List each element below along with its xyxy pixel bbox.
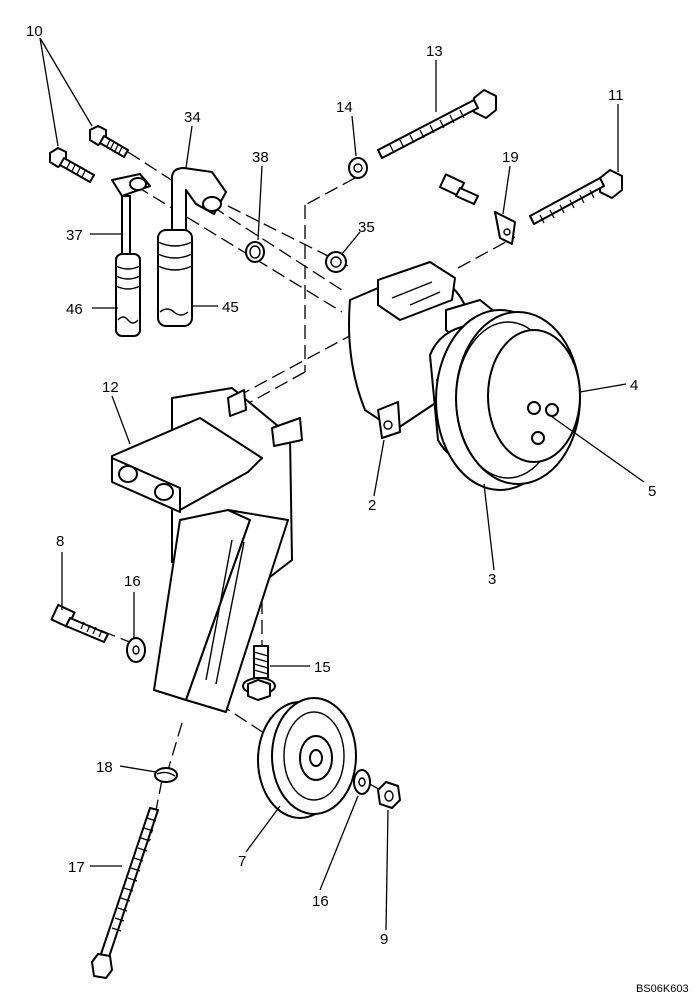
- washer-16-lower: [353, 769, 371, 795]
- callout-17: 17: [68, 859, 85, 876]
- washer-14: [348, 157, 368, 179]
- bolt-15: [242, 645, 276, 701]
- connector-19: [438, 173, 516, 245]
- callout-16-lower: 16: [312, 893, 329, 910]
- bolt-10-upper: [89, 125, 129, 158]
- clutch-pulley: [435, 309, 581, 491]
- callout-11: 11: [608, 87, 624, 104]
- nut-9: [377, 781, 401, 809]
- callout-34: 34: [184, 109, 201, 126]
- callout-37: 37: [66, 227, 83, 244]
- callout-15: 15: [314, 659, 331, 676]
- adjusting-bolt-17: [91, 807, 159, 979]
- callout-12: 12: [102, 379, 119, 396]
- callout-9: 9: [380, 931, 388, 948]
- bolt-11: [529, 169, 623, 225]
- callout-38: 38: [252, 149, 269, 166]
- callout-14: 14: [336, 99, 353, 116]
- callout-35: 35: [358, 219, 375, 236]
- bolt-10-lower: [49, 147, 95, 183]
- o-ring-35: [325, 251, 347, 273]
- callout-18: 18: [96, 759, 113, 776]
- idler-pulley-7: [257, 697, 357, 819]
- callout-7: 7: [238, 853, 246, 870]
- clutch-bolt-5: [527, 401, 541, 415]
- callout-4: 4: [630, 377, 638, 394]
- callout-19: 19: [502, 149, 519, 166]
- callout-3: 3: [488, 571, 496, 588]
- reference-code: BS06K603: [636, 983, 689, 995]
- callout-5: 5: [648, 483, 656, 500]
- callout-labels: 10 34 14 13 11 38 19 35 37 46 45 12 4 5 …: [26, 23, 689, 995]
- bolt-8: [50, 603, 109, 643]
- bolt-13: [377, 89, 497, 159]
- o-ring-38: [245, 241, 265, 263]
- callout-8: 8: [56, 533, 64, 550]
- callout-10: 10: [26, 23, 43, 40]
- hose-37-46: [111, 173, 151, 337]
- mounting-bracket-12: [111, 387, 303, 713]
- callout-2: 2: [368, 497, 376, 514]
- callout-45: 45: [222, 299, 239, 316]
- hose-34-45: [157, 167, 227, 327]
- washer-16-upper: [126, 637, 146, 663]
- callout-16-upper: 16: [124, 573, 141, 590]
- lock-washer-18: [154, 767, 178, 783]
- callout-46: 46: [66, 301, 83, 318]
- callout-13: 13: [426, 43, 443, 60]
- leader-lines: [39, 37, 645, 931]
